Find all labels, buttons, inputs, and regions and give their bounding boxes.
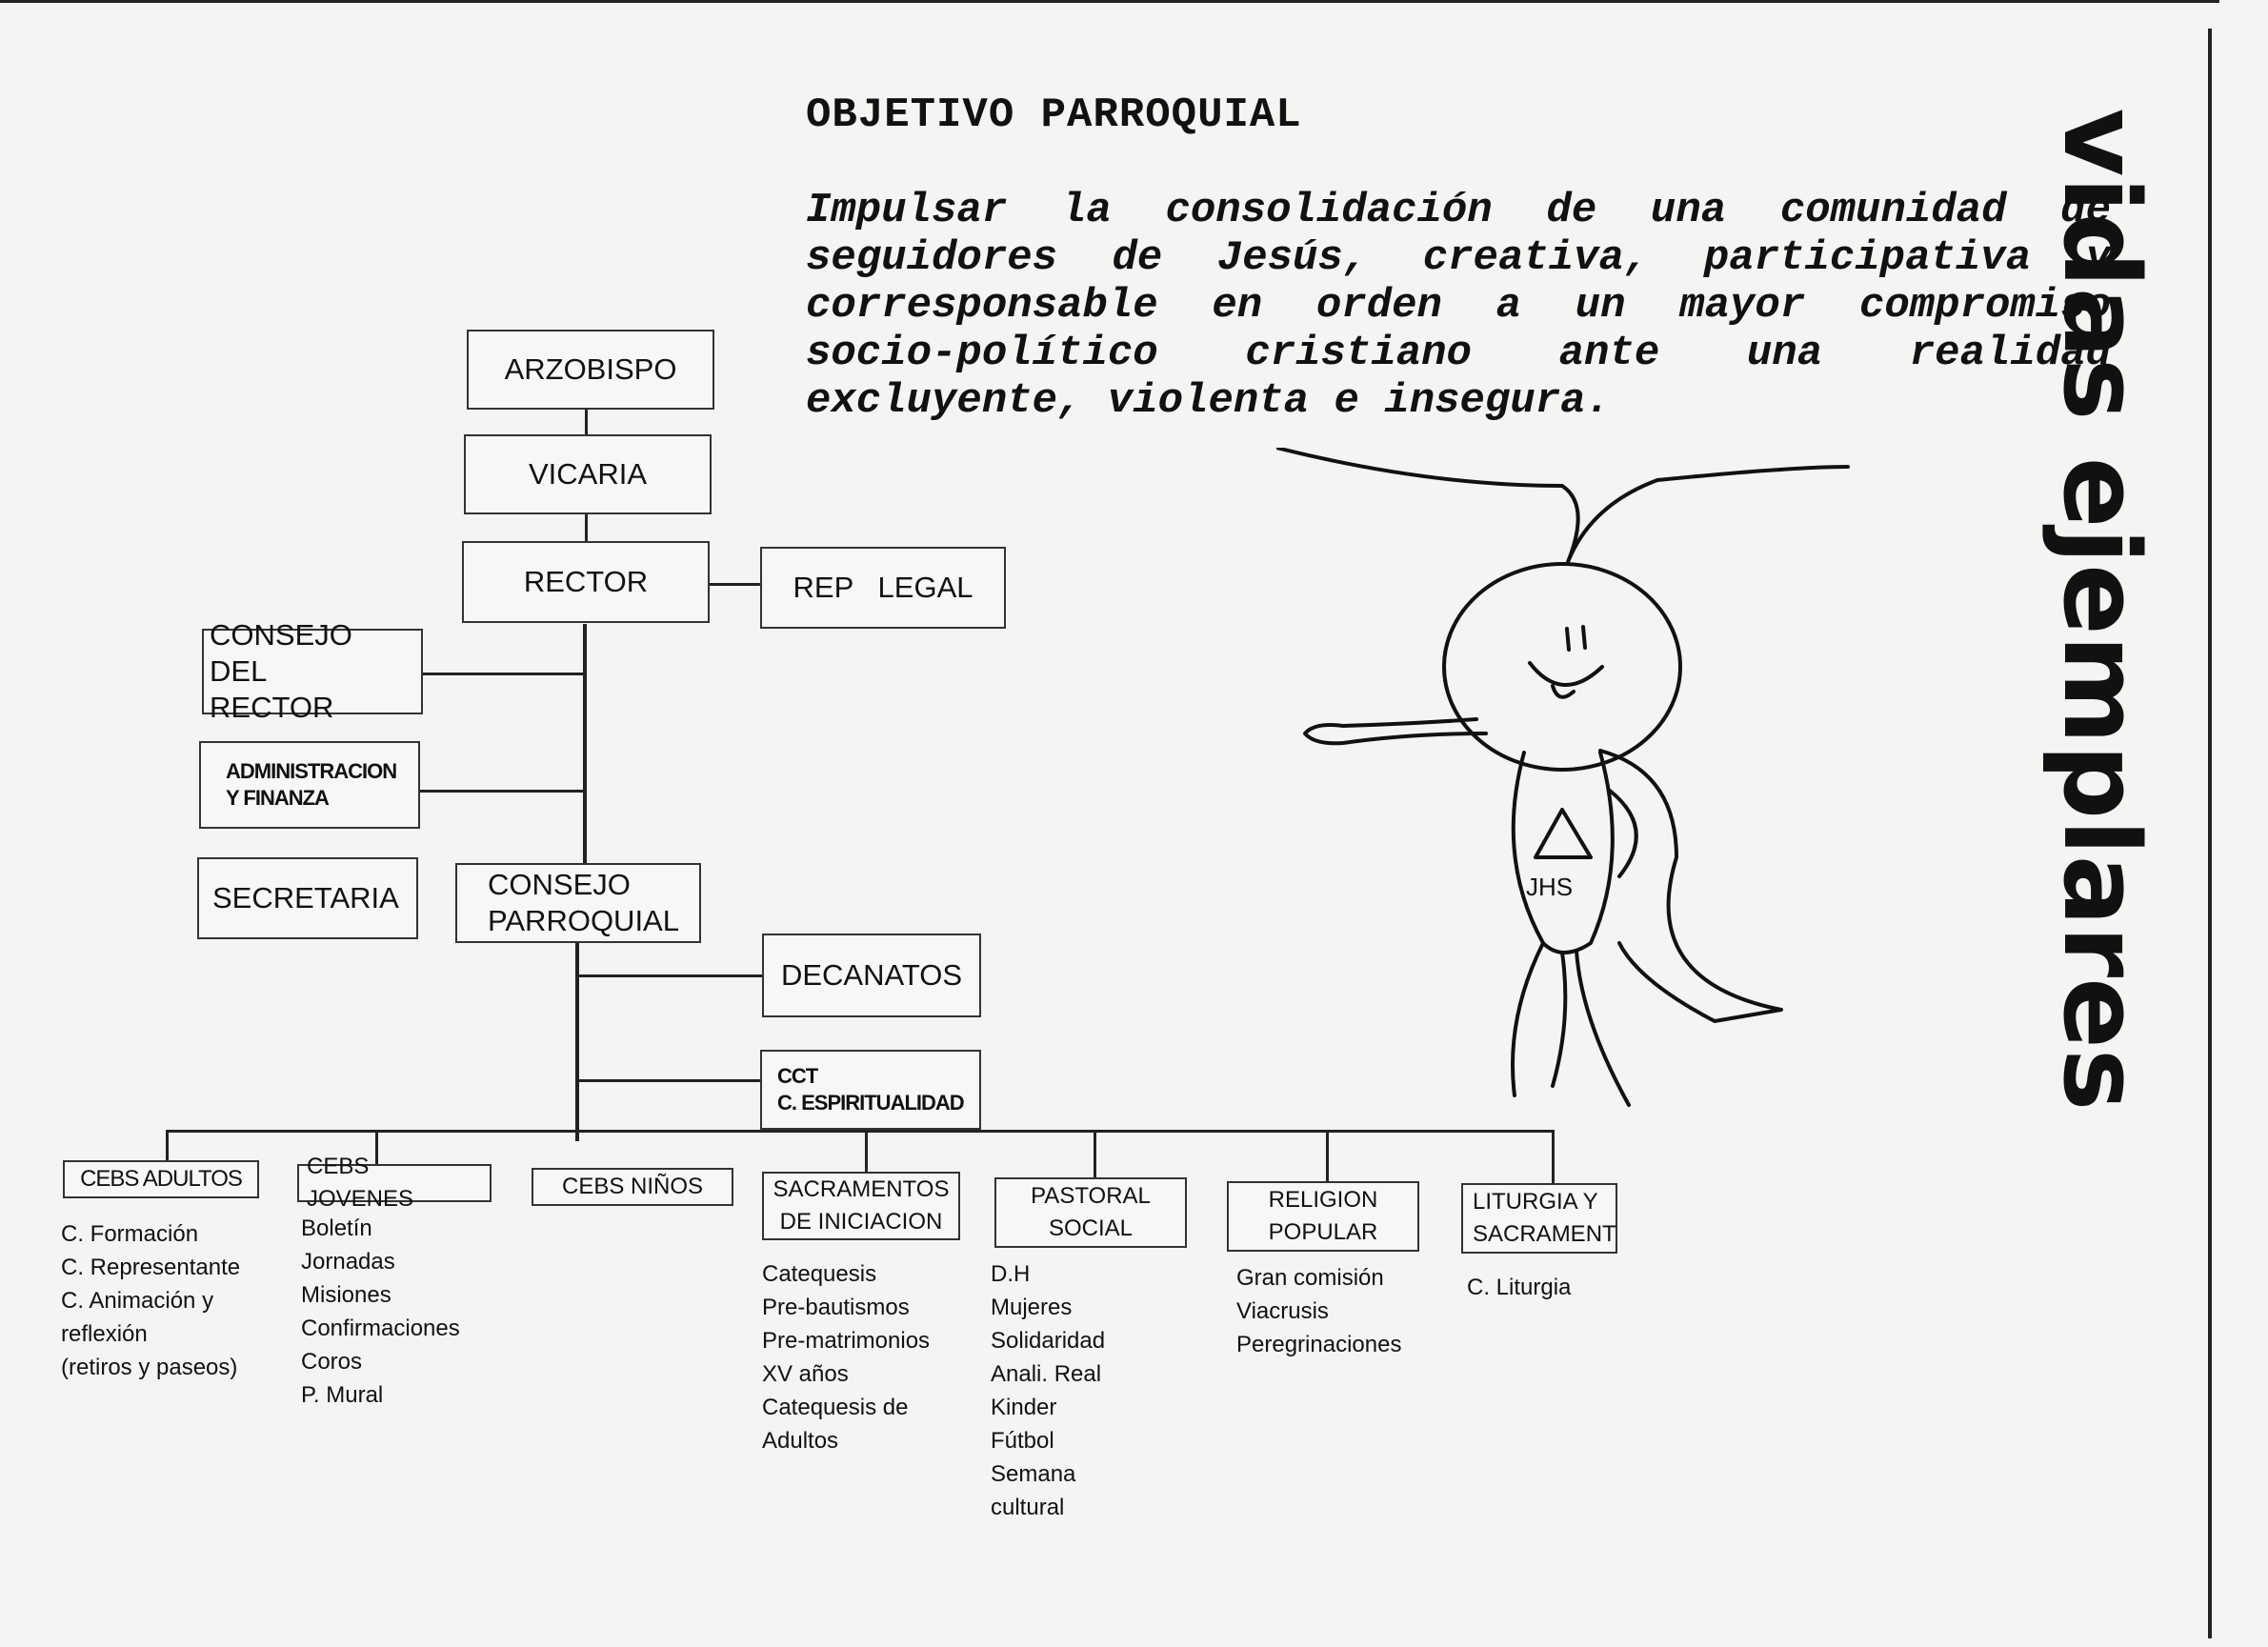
dept-liturgia-line2: SACRAMENT [1473,1221,1616,1247]
list-item: Jornadas [301,1249,395,1275]
list-item: reflexión [61,1321,148,1347]
page-border-right [2208,29,2212,1638]
drop-liturgia [1552,1130,1555,1185]
connector-cct [577,1079,760,1082]
drop-religion [1326,1130,1329,1183]
department-bus [166,1130,1555,1133]
page-border-top [0,0,2219,3]
connector-vicaria-rector [585,514,588,541]
dept-pastoral-social: PASTORAL SOCIAL [994,1177,1187,1248]
node-cct-line1: CCT [777,1064,818,1088]
node-secretaria: SECRETARIA [197,857,418,939]
list-item: Pre-matrimonios [762,1328,931,1354]
list-item: Viacrusis [1236,1298,1329,1324]
node-consejo-parroquial-line2: PARROQUIAL [488,904,679,937]
list-item: XV años [762,1361,849,1387]
dept-pastoral-line2: SOCIAL [1048,1215,1133,1241]
dept-sacramentos: SACRAMENTOS DE INICIACION [762,1172,960,1240]
list-item: P. Mural [301,1382,384,1408]
objective-text: Impulsar la consolidación de una comunid… [806,187,2111,425]
connector-consejo-rector [423,673,585,675]
node-consejo-rector-line2: RECTOR [210,691,334,724]
node-rep-legal: REP LEGAL [760,547,1006,629]
drop-cebs-adultos [166,1130,169,1162]
list-item: Solidaridad [991,1328,1106,1354]
connector-arzobispo-vicaria [585,410,588,434]
list-item: C. Liturgia [1467,1275,1572,1300]
drop-pastoral [1094,1130,1096,1179]
dept-religion-line2: POPULAR [1268,1219,1378,1245]
list-item: Semana [991,1461,1076,1487]
cartoon-figure-illustration: JHS [1276,448,1850,1107]
side-label-vidas-ejemplares: vidas ejemplares [2040,108,2162,1112]
node-cct-line2: C. ESPIRITUALIDAD [777,1091,965,1115]
figure-head [1442,562,1682,772]
list-item: Catequesis [762,1261,877,1287]
list-item: Pre-bautismos [762,1295,910,1320]
list-sacramentos: Catequesis Pre-bautismos Pre-matrimonios… [762,1257,930,1457]
list-liturgia: C. Liturgia [1467,1271,1571,1304]
list-item: C. Formación [61,1221,199,1247]
node-administracion-line1: ADMINISTRACION [226,759,397,783]
node-arzobispo: ARZOBISPO [467,330,714,410]
list-item: Misiones [301,1282,391,1308]
connector-rector-replegal [709,583,762,586]
speech-bubble-tail [1276,448,1850,564]
dept-sacramentos-line2: DE INICIACION [779,1209,943,1235]
dept-pastoral-line1: PASTORAL [1031,1183,1151,1209]
dept-liturgia-line1: LITURGIA Y [1473,1189,1598,1215]
node-administracion-line2: Y FINANZA [226,786,330,810]
list-religion-popular: Gran comisión Viacrusis Peregrinaciones [1236,1261,1401,1361]
page-title: OBJETIVO PARROQUIAL [806,91,1302,139]
drop-cebs-jovenes [375,1130,378,1164]
list-item: Coros [301,1349,363,1375]
node-cct: CCT C. ESPIRITUALIDAD [760,1050,981,1130]
list-item: C. Animación y [61,1288,214,1314]
figure-badge-label: JHS [1526,873,1573,901]
connector-administracion [420,790,585,793]
list-item: Catequesis de [762,1395,909,1420]
node-vicaria: VICARIA [464,434,712,514]
list-item: Boletín [301,1215,372,1241]
connector-decanatos [577,974,762,977]
dept-cebs-jovenes: CEBS JOVENES [297,1154,492,1212]
list-item: Gran comisión [1236,1265,1384,1291]
dept-cebs-adultos: CEBS ADULTOS [63,1160,259,1198]
dept-cebs-ninos: CEBS NIÑOS [532,1168,733,1206]
dept-religion-line1: RELIGION [1268,1187,1378,1213]
list-item: C. Representante [61,1255,241,1280]
list-item: Mujeres [991,1295,1073,1320]
list-item: (retiros y paseos) [61,1355,238,1380]
list-item: D.H [991,1261,1031,1287]
drop-sacramentos [865,1130,868,1174]
list-item: Kinder [991,1395,1057,1420]
trunk-upper [583,624,587,864]
node-decanatos: DECANATOS [762,934,981,1017]
node-rector: RECTOR [462,541,710,623]
list-item: Fútbol [991,1428,1054,1454]
node-administracion: ADMINISTRACION Y FINANZA [199,741,420,829]
dept-religion-popular: RELIGION POPULAR [1227,1181,1419,1252]
list-item: Adultos [762,1428,839,1454]
list-item: Peregrinaciones [1236,1332,1402,1357]
list-pastoral-social: D.H Mujeres Solidaridad Anali. Real Kind… [991,1257,1105,1524]
node-consejo-parroquial-line1: CONSEJO [488,868,631,901]
list-cebs-adultos: C. Formación C. Representante C. Animaci… [61,1217,240,1384]
list-item: Confirmaciones [301,1316,460,1341]
list-item: Anali. Real [991,1361,1102,1387]
list-cebs-jovenes: Boletín Jornadas Misiones Confirmaciones… [301,1212,460,1412]
dept-liturgia: LITURGIA Y SACRAMENT [1461,1183,1617,1254]
dept-sacramentos-line1: SACRAMENTOS [773,1176,950,1202]
node-consejo-rector-line1: CONSEJO DEL [210,618,352,688]
trunk-lower [575,943,579,1141]
list-item: cultural [991,1495,1065,1520]
